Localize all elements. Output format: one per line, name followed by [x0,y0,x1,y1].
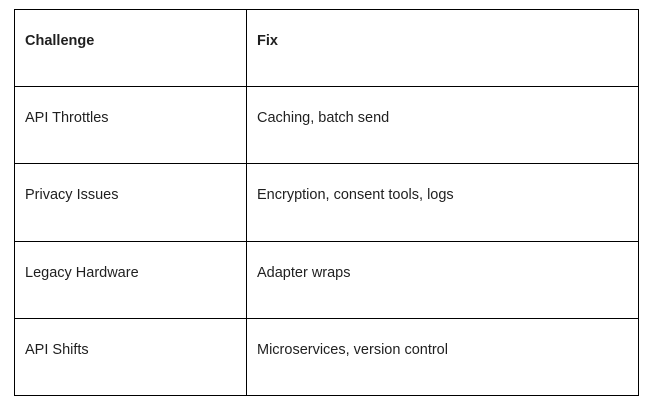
table-row: API Shifts Microservices, version contro… [14,317,639,397]
table-row: API Throttles Caching, batch send [14,86,639,165]
cell-challenge: Legacy Hardware [14,240,247,319]
cell-fix: Adapter wraps [246,240,639,319]
cell-challenge: Privacy Issues [14,163,247,242]
column-header-fix: Fix [246,8,639,88]
cell-fix: Microservices, version control [246,317,639,397]
column-header-challenge: Challenge [14,8,247,88]
table-row: Privacy Issues Encryption, consent tools… [14,163,639,242]
cell-fix: Encryption, consent tools, logs [246,163,639,242]
cell-challenge: API Shifts [14,317,247,397]
challenge-fix-table: Challenge Fix API Throttles Caching, bat… [14,8,639,397]
table-row: Legacy Hardware Adapter wraps [14,240,639,319]
cell-challenge: API Throttles [14,86,247,165]
cell-fix: Caching, batch send [246,86,639,165]
table-header-row: Challenge Fix [14,8,639,88]
